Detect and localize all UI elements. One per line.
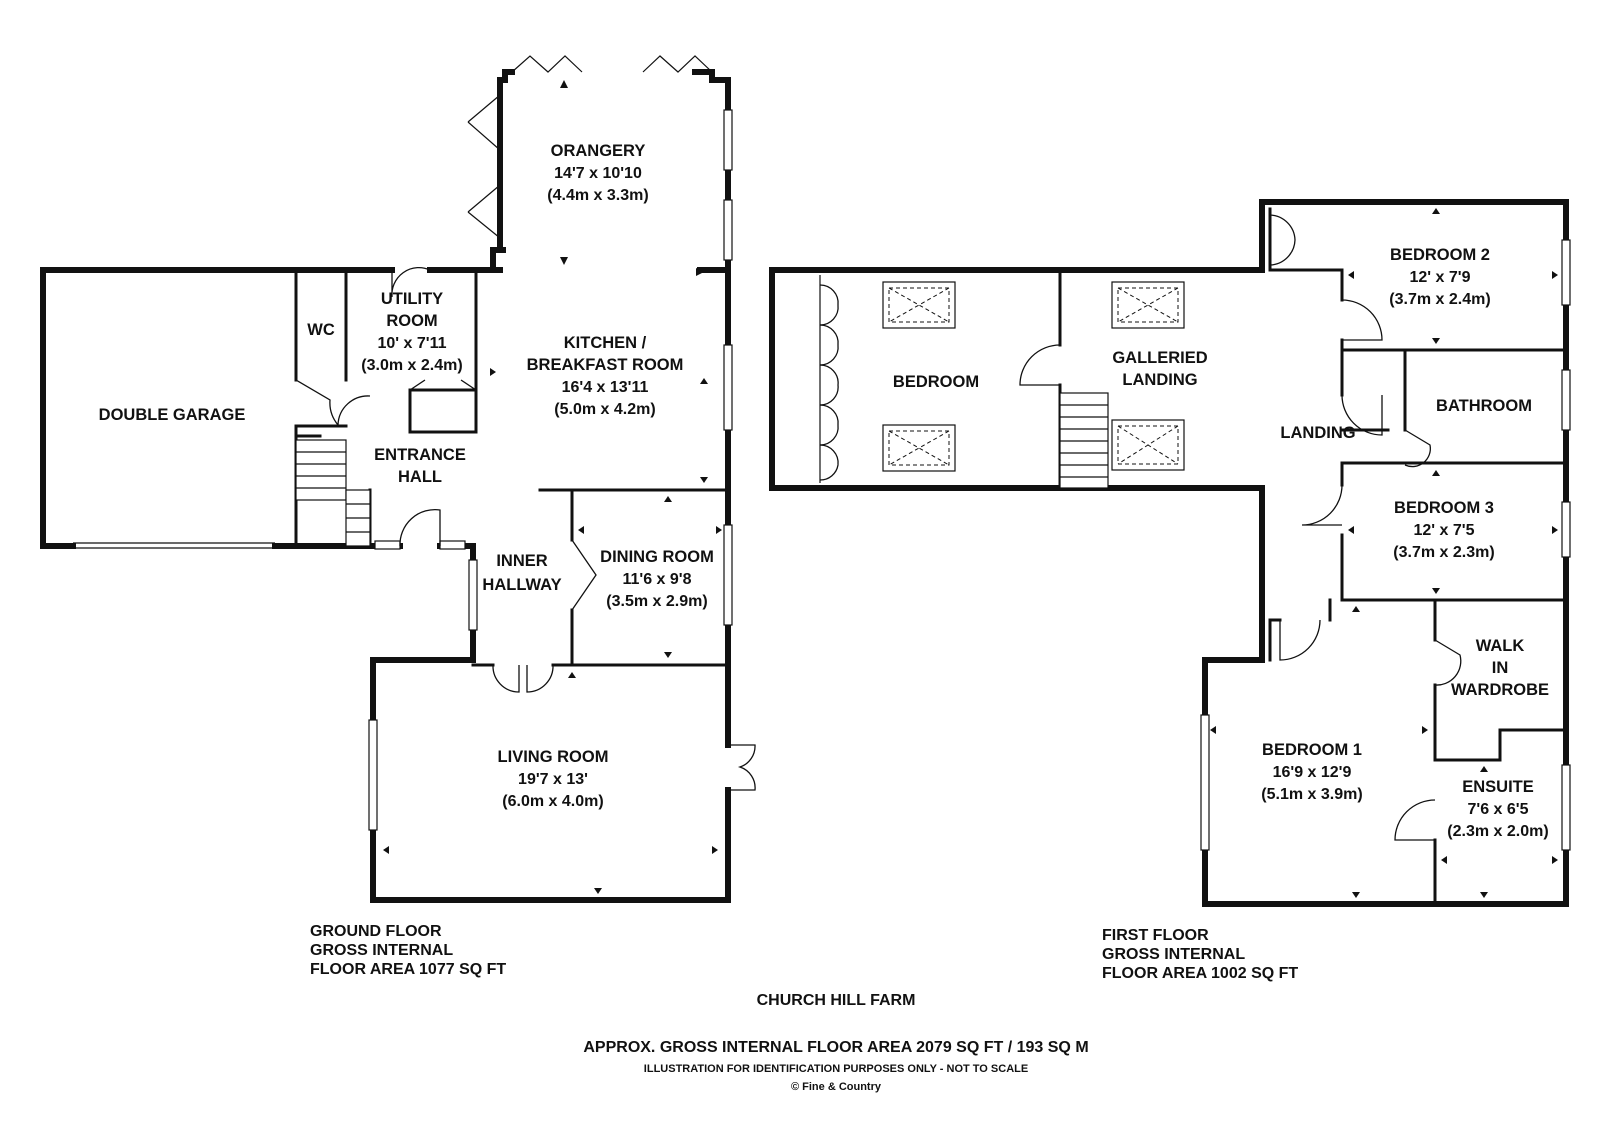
- first-floor-caption-2: GROSS INTERNAL: [1102, 946, 1245, 963]
- dining-room-walls: [570, 487, 733, 668]
- bedroom3-label: BEDROOM 3: [1394, 499, 1494, 517]
- orangery-label: ORANGERY: [551, 142, 646, 160]
- dining-dim-metric: (3.5m x 2.9m): [606, 593, 707, 610]
- first-floor-plan: BEDROOM GALLERIED LANDING LANDING BEDROO…: [769, 199, 1571, 982]
- bedrooms-outer-walls: [1200, 199, 1571, 907]
- bedroom-label: BEDROOM: [893, 373, 979, 391]
- orangery-dim-imperial: 14'7 x 10'10: [554, 165, 642, 182]
- bedroom2-dim-metric: (3.7m x 2.4m): [1389, 291, 1490, 308]
- skylights: [882, 281, 1185, 472]
- ground-floor-caption-2: GROSS INTERNAL: [310, 942, 453, 959]
- inner-hallway-label-2: HALLWAY: [482, 576, 561, 594]
- kitchen-label-1: KITCHEN /: [564, 334, 647, 352]
- inner-hallway-label-1: INNER: [496, 552, 547, 570]
- entrance-hall-label-2: HALL: [398, 468, 442, 486]
- living-label: LIVING ROOM: [498, 748, 609, 766]
- kitchen-dim-metric: (5.0m x 4.2m): [554, 401, 655, 418]
- bedroom1-label: BEDROOM 1: [1262, 741, 1362, 759]
- orangery-walls: [467, 55, 733, 273]
- first-floor-radiators: [1210, 208, 1558, 898]
- bedroom2-dim-imperial: 12' x 7'9: [1410, 269, 1471, 286]
- ensuite-label: ENSUITE: [1462, 778, 1534, 796]
- ground-floor-caption-1: GROUND FLOOR: [310, 923, 442, 940]
- living-room-walls: [368, 657, 731, 903]
- entrance-hall-label-1: ENTRANCE: [374, 446, 466, 464]
- walkin-label-1: WALK: [1476, 637, 1525, 655]
- first-floor-caption-3: FLOOR AREA 1002 SQ FT: [1102, 965, 1298, 982]
- wc-label: WC: [307, 321, 335, 339]
- ensuite-dim-metric: (2.3m x 2.0m): [1447, 823, 1548, 840]
- bedroom-door: [1019, 344, 1061, 386]
- ground-floor-radiators: [383, 80, 722, 894]
- kitchen-dim-imperial: 16'4 x 13'11: [562, 379, 649, 396]
- bedroom1-dim-metric: (5.1m x 3.9m): [1261, 786, 1362, 803]
- disclaimer: ILLUSTRATION FOR IDENTIFICATION PURPOSES…: [644, 1063, 1028, 1075]
- footer: CHURCH HILL FARM APPROX. GROSS INTERNAL …: [583, 992, 1088, 1093]
- kitchen-label-2: BREAKFAST ROOM: [527, 356, 684, 374]
- landing-label: LANDING: [1280, 424, 1355, 442]
- living-dim-metric: (6.0m x 4.0m): [502, 793, 603, 810]
- living-dim-imperial: 19'7 x 13': [518, 771, 588, 788]
- ground-floor-plan: ORANGERY 14'7 x 10'10 (4.4m x 3.3m) KITC…: [40, 55, 756, 978]
- ground-floor-doors: [295, 267, 756, 791]
- ground-floor-caption-3: FLOOR AREA 1077 SQ FT: [310, 961, 506, 978]
- utility-dim-imperial: 10' x 7'11: [377, 335, 446, 352]
- walkin-label-2: IN: [1492, 659, 1509, 677]
- landing-stairs: [1059, 392, 1109, 489]
- orangery-dim-metric: (4.4m x 3.3m): [547, 187, 648, 204]
- walkin-label-3: WARDROBE: [1451, 681, 1549, 699]
- total-area: APPROX. GROSS INTERNAL FLOOR AREA 2079 S…: [583, 1039, 1088, 1056]
- utility-label-1: UTILITY: [381, 290, 443, 308]
- bedroom3-dim-imperial: 12' x 7'5: [1414, 522, 1475, 539]
- dining-label: DINING ROOM: [600, 548, 714, 566]
- first-floor-partitions: [1328, 268, 1568, 906]
- bedroom3-dim-metric: (3.7m x 2.3m): [1393, 544, 1494, 561]
- utility-dim-metric: (3.0m x 2.4m): [361, 357, 462, 374]
- dining-dim-imperial: 11'6 x 9'8: [622, 571, 691, 588]
- utility-cupboard: [408, 388, 478, 434]
- inner-hallway-walls: [468, 488, 574, 667]
- bathroom-label: BATHROOM: [1436, 397, 1532, 415]
- stairs: [295, 439, 371, 547]
- utility-label-2: ROOM: [386, 312, 437, 330]
- wardrobe-doors: [819, 284, 839, 481]
- bedroom2-label: BEDROOM 2: [1390, 246, 1490, 264]
- garage-label: DOUBLE GARAGE: [99, 406, 246, 424]
- first-floor-caption-1: FIRST FLOOR: [1102, 927, 1209, 944]
- property-name: CHURCH HILL FARM: [757, 992, 916, 1009]
- first-floor-doors: [1269, 214, 1462, 841]
- copyright: © Fine & Country: [791, 1081, 882, 1093]
- galleried-label-1: GALLERIED: [1112, 349, 1207, 367]
- ensuite-dim-imperial: 7'6 x 6'5: [1468, 801, 1529, 818]
- bedroom1-dim-imperial: 16'9 x 12'9: [1273, 764, 1352, 781]
- galleried-label-2: LANDING: [1122, 371, 1197, 389]
